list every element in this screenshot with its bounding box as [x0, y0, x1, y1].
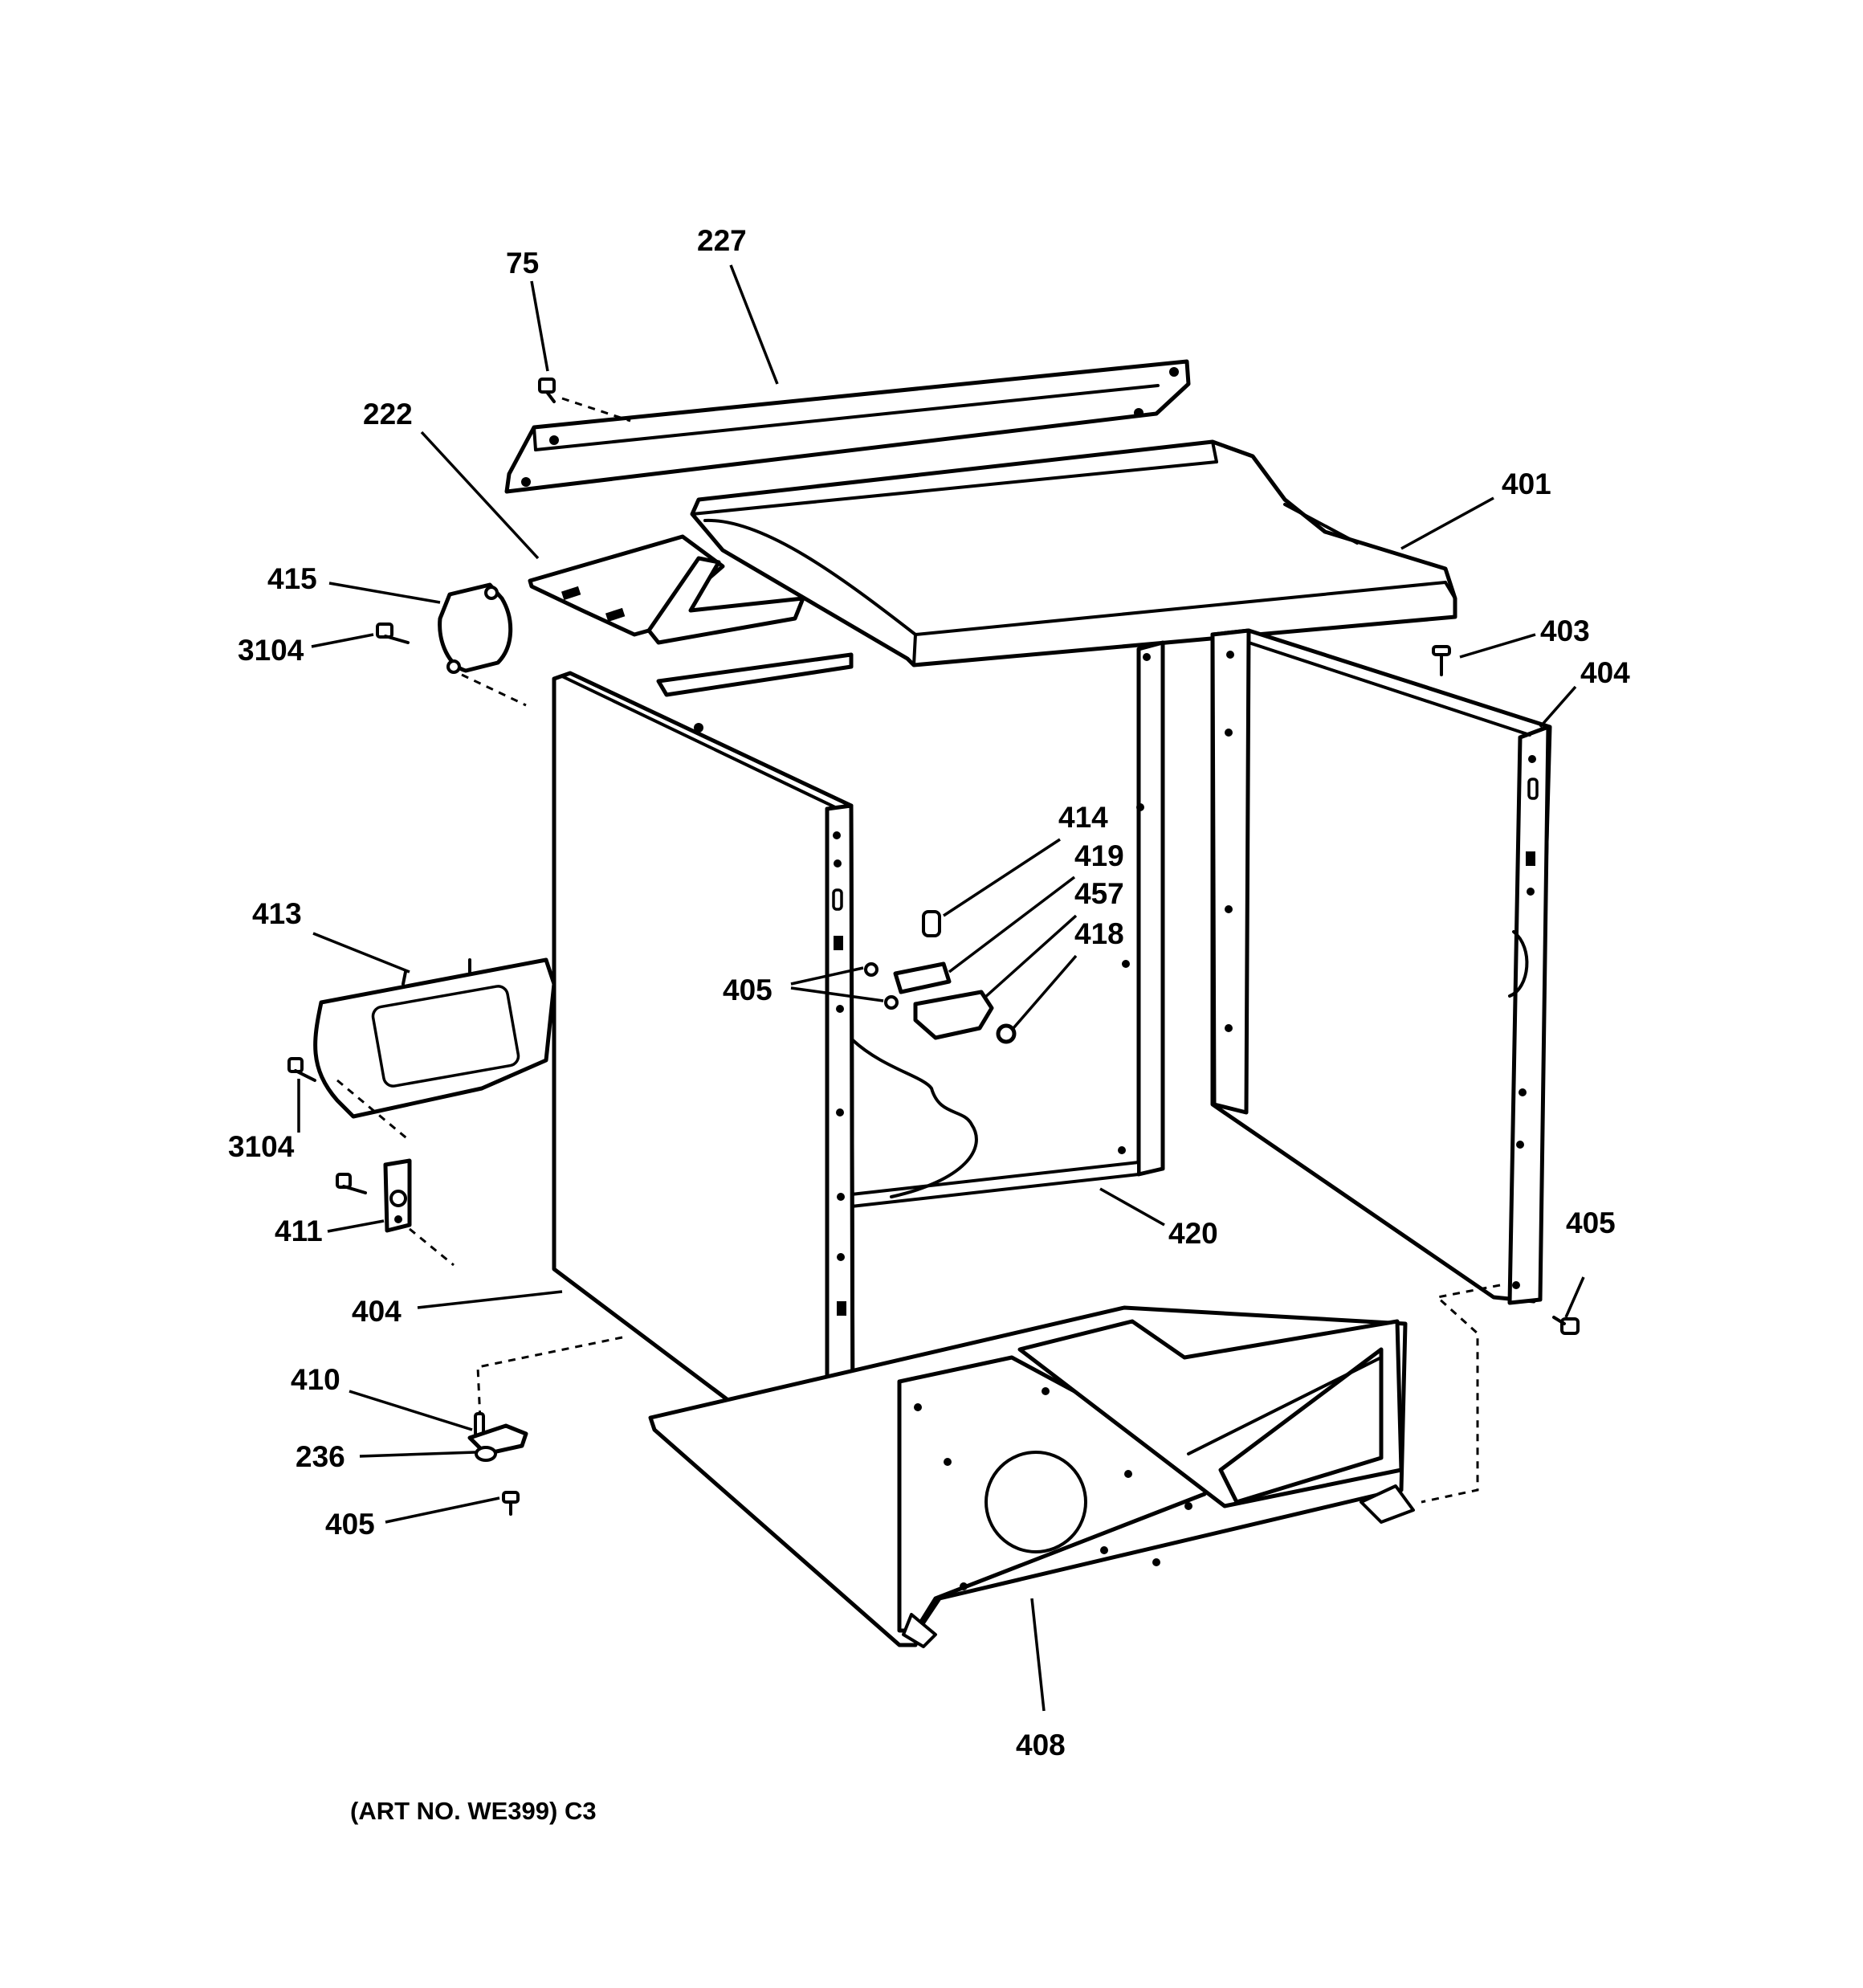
callout-457: 457 — [1074, 877, 1124, 910]
callout-405-low: 405 — [325, 1508, 375, 1541]
callout-405-mid: 405 — [723, 974, 773, 1006]
callout-236: 236 — [296, 1440, 345, 1473]
part-404-right-side-panel — [1210, 628, 1552, 1305]
callout-419: 419 — [1074, 839, 1124, 872]
part-236-pad — [475, 1446, 497, 1462]
part-3104-screw-top — [376, 623, 527, 707]
part-410-leveling-leg — [467, 1412, 528, 1456]
alignment-lines — [476, 1284, 1501, 1504]
callout-420: 420 — [1168, 1217, 1218, 1250]
part-227-top-brace — [504, 359, 1191, 494]
callout-3104-top: 3104 — [238, 634, 304, 667]
part-75-screw — [538, 378, 631, 423]
callout-415: 415 — [267, 562, 317, 595]
callout-404-right: 404 — [1580, 656, 1630, 689]
callout-408: 408 — [1016, 1729, 1066, 1761]
part-3104-screw-low — [287, 1057, 410, 1194]
callout-410: 410 — [291, 1363, 340, 1396]
part-415-cover — [438, 582, 513, 674]
part-403-screw — [1432, 645, 1451, 676]
callout-404-left: 404 — [352, 1295, 402, 1328]
part-419-bracket — [893, 961, 952, 994]
callout-222: 222 — [363, 398, 413, 431]
part-418-nut — [996, 1023, 1017, 1044]
callout-3104-low: 3104 — [228, 1130, 295, 1163]
callout-401: 401 — [1502, 467, 1551, 500]
callout-414: 414 — [1058, 801, 1108, 834]
part-405-screws-mid — [864, 962, 899, 1010]
callout-411: 411 — [275, 1214, 323, 1247]
part-408-base — [648, 1305, 1415, 1648]
part-413-access-panel — [313, 957, 556, 1119]
callout-403: 403 — [1540, 614, 1590, 647]
callout-227: 227 — [697, 224, 747, 257]
callout-413: 413 — [252, 897, 302, 930]
callout-418: 418 — [1074, 917, 1124, 950]
part-411-strip — [383, 1158, 455, 1267]
callout-labels: 75 227 222 401 415 3104 403 404 414 419 … — [228, 224, 1630, 1761]
part-401-top-panel — [690, 439, 1457, 667]
part-405-screw-low — [502, 1491, 520, 1516]
leader-lines — [297, 264, 1585, 1712]
part-405-screw-right — [1552, 1316, 1580, 1335]
art-number: (ART NO. WE399) C3 — [350, 1797, 597, 1825]
callout-405-right: 405 — [1566, 1206, 1616, 1239]
part-420-rear-frame — [656, 640, 1165, 1208]
part-414-clip — [922, 910, 941, 937]
part-457-hinge — [913, 990, 994, 1040]
part-222-bracket — [528, 534, 805, 645]
callout-75: 75 — [506, 247, 539, 280]
